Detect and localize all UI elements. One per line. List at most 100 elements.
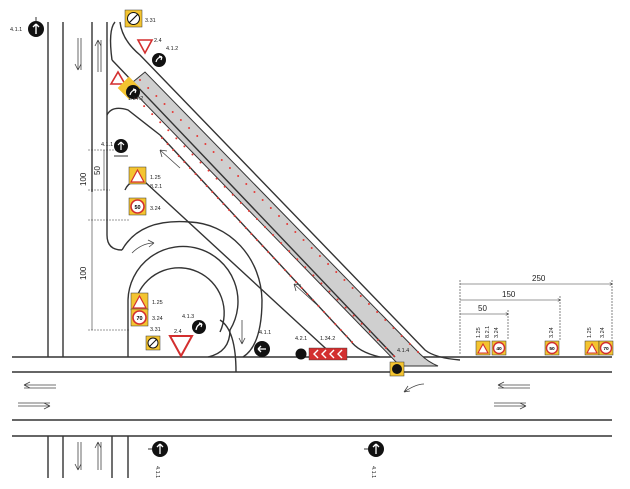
delineator-dot [318,255,321,257]
lane-arrows-main [18,381,530,410]
delineator-dot [345,335,348,337]
dimension-lines [88,149,612,355]
code-1-25-right3: 1.25 [587,327,593,338]
sign-mandatory-bottom-b: 4.1.1 [364,441,384,478]
sign-direction-top: 4.1.2 [152,46,178,67]
delineator-dot [384,346,387,349]
sign-direction-loop: 4.1.3 [182,314,206,334]
delineator-dot [312,274,315,277]
delineator-dot [296,258,299,261]
sign-group-right-1: 40 1.25 8.2.1 3.24 [475,326,507,356]
delineator-dot [294,231,297,233]
delineator-dot [280,242,283,245]
delineator-dot [228,209,231,211]
delineator-dot [212,151,215,153]
delineator-dot [172,149,175,151]
delineator-dot [179,119,182,121]
code-8-2-1-left: 8.2.1 [150,184,162,190]
delineator-dot [272,257,275,259]
left-vertical-road [47,22,123,357]
lane-arrow-west-2 [497,381,530,389]
delineator-dot [255,217,258,220]
code-3-24-loop: 3.24 [152,316,163,322]
delineator-dot [183,161,186,163]
sign-roadworks-left: 1.25 8.2.1 [128,166,162,190]
delineator-dot [191,153,194,156]
sign-mandatory-bottom-a: 4.1.1 [148,441,168,478]
delineator-dot [231,193,234,196]
sign-group-right-3: 70 1.25 3.24 [584,327,614,356]
delineator-dot [344,306,347,309]
delineator-dot [306,293,309,295]
delineator-dot [196,135,199,137]
delineator-dot [310,247,313,249]
delineator-dot [317,305,320,307]
code-4-1-3-loop: 4.1.3 [182,314,194,320]
loop-arrows [131,239,246,345]
delineator-dot [239,221,242,223]
dim-50: 50 [478,304,487,313]
lane-arrows-north [74,38,102,72]
turn-arrow-junction [403,383,425,393]
delineator-dot [360,322,363,325]
delineator-dot [272,234,275,237]
delineator-dot [286,223,289,225]
delineator-dot [205,185,208,187]
delineator-dot [244,227,247,229]
delineator-dot [159,121,162,124]
sign-speed-50-left: 50 3.24 [128,197,161,216]
delineator-dot [261,199,264,201]
ramp-arrows [159,149,317,305]
delineator-dot [199,161,202,164]
delineator-dot [253,191,256,193]
code-bottom-b: 4.1.1 [370,466,376,478]
delineator-dot [166,143,169,145]
code-upper-left: 4.1.1 [101,142,113,148]
delineator-dot [183,145,186,148]
delineator-dot [215,177,218,180]
sign-mandatory-upper-left: 4.1.1 [101,139,128,157]
delineator-dot [336,298,339,301]
delineator-dot [167,129,170,132]
delineator-dot [155,95,158,97]
delineator-dot [295,281,298,283]
lane-arrow-west-1 [23,381,56,389]
delineator-dot [400,335,403,337]
dim-100-top: 100 [79,172,88,186]
delineator-dot [267,251,270,253]
delineator-dot [175,137,178,140]
sign-warning-ramp-start: 1.34.2 [109,70,143,102]
delineator-dot [239,201,242,204]
delineator-dot [188,167,191,169]
delineator-dot [269,207,272,209]
sign-yield-top: 2.4 [136,38,162,55]
delineator-dot [211,191,214,193]
sign-yield-loop: 2.4 [168,329,194,359]
sign-speed-70-loop: 70 3.24 [130,308,163,327]
delineator-dot [339,329,342,331]
delineator-dot [151,113,154,116]
code-3-24-left: 3.24 [150,206,161,212]
code-top-left: 4.1.1 [10,27,22,33]
delineator-dot [163,103,166,105]
code-1-34-2-ramp: 1.34.2 [320,336,335,342]
delineator-dot [417,351,419,353]
delineator-dot [304,266,307,269]
delineator-dot [392,354,395,357]
delineator-dot [376,338,379,341]
delineator-dot [288,250,291,253]
delineator-dot [200,179,203,181]
delineator-dot [161,137,163,139]
speed-40-right: 40 [496,346,502,352]
delineator-dot [376,311,379,313]
speed-70-loop: 70 [136,316,142,322]
code-3-24-right: 3.24 [494,327,500,338]
delineator-dot [328,317,331,319]
delineator-dot [256,239,258,241]
delineator-dot [245,183,248,185]
speed-50-right: 50 [549,346,555,352]
code-1-25-left: 1.25 [150,175,161,181]
delineator-dot [194,173,197,175]
delineator-dot [204,143,207,145]
dim-50-vert: 50 [93,166,102,175]
